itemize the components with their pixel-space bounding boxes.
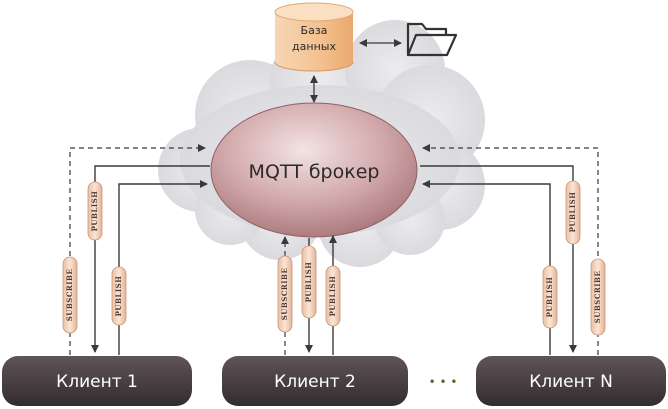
clients-ellipsis: • • • xyxy=(429,375,458,389)
broker-node xyxy=(210,102,418,238)
svg-text:PUBLISH: PUBLISH xyxy=(90,191,99,232)
pill-client1-publish-in: PUBLISH xyxy=(87,181,103,241)
client1-subscribe-line xyxy=(69,144,206,355)
folder-icon xyxy=(406,22,458,57)
pill-clientN-publish-in: PUBLISH xyxy=(565,180,581,245)
svg-text:PUBLISH: PUBLISH xyxy=(545,277,554,318)
pill-client1-subscribe: SUBSCRIBE xyxy=(62,256,78,334)
pill-clientN-publish-out: PUBLISH xyxy=(542,265,558,329)
client1-publish-in-line xyxy=(91,165,210,353)
svg-text:PUBLISH: PUBLISH xyxy=(114,276,123,317)
database-label-line2: данных xyxy=(292,40,336,53)
pill-client2-publish-in: PUBLISH xyxy=(301,245,317,319)
clientN-publish-in-line xyxy=(420,165,577,353)
clientN-subscribe-line xyxy=(422,144,599,355)
pill-client1-publish-out: PUBLISH xyxy=(111,266,127,326)
broker-label: MQTT брокер xyxy=(249,161,380,183)
client-1-node: Клиент 1 xyxy=(2,356,192,406)
svg-text:PUBLISH: PUBLISH xyxy=(328,276,337,317)
svg-text:SUBSCRIBE: SUBSCRIBE xyxy=(593,271,602,324)
client-1-label: Клиент 1 xyxy=(56,372,138,392)
database-label-line1: База xyxy=(301,24,328,37)
database-icon xyxy=(274,2,354,72)
client-n-node: Клиент N xyxy=(476,356,666,406)
pill-client2-subscribe: SUBSCRIBE xyxy=(277,255,293,333)
svg-text:PUBLISH: PUBLISH xyxy=(568,192,577,233)
svg-text:SUBSCRIBE: SUBSCRIBE xyxy=(280,268,289,321)
client-2-node: Клиент 2 xyxy=(222,356,408,406)
client-n-label: Клиент N xyxy=(529,372,613,392)
svg-text:PUBLISH: PUBLISH xyxy=(304,262,313,303)
pill-client2-publish-out: PUBLISH xyxy=(325,265,341,327)
svg-text:SUBSCRIBE: SUBSCRIBE xyxy=(65,269,74,322)
client-2-label: Клиент 2 xyxy=(274,372,356,392)
pill-clientN-subscribe: SUBSCRIBE xyxy=(590,258,606,336)
